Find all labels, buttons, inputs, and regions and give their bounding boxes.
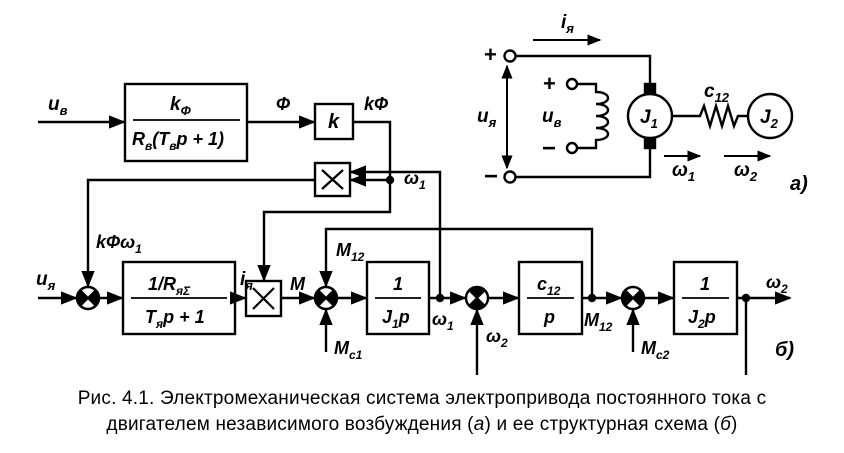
caption-line-2-post: ) — [731, 414, 738, 435]
phi-label: Ф — [276, 94, 290, 114]
summing-junction-3 — [464, 285, 490, 311]
omega2-branch-dot — [741, 293, 751, 303]
armature-voltage-label: uя — [477, 106, 497, 130]
kphi-omega-feedback — [81, 178, 315, 288]
block-labels: kФ Rв(Tвp + 1) k 1/RяΣ Tяp + 1 1 J1p c12… — [132, 94, 716, 331]
load-label: J2 — [760, 107, 779, 131]
M12-top-label: M12 — [336, 240, 365, 264]
panel-a-label: а) — [790, 173, 808, 195]
summing-junction-1 — [75, 285, 101, 311]
figure-caption: Рис. 4.1. Электромеханическая система эл… — [0, 386, 844, 438]
spring-denominator: p — [543, 307, 555, 327]
omega1-branch-dot — [435, 293, 445, 303]
inertia1-numerator: 1 — [393, 274, 403, 294]
field-numerator: kФ — [170, 94, 192, 118]
omega2-label: ω2 — [734, 160, 758, 184]
motor-label: J1 — [640, 107, 658, 131]
inertia2-numerator: 1 — [700, 274, 710, 294]
electromechanical-diagram: + − + − iя uя uв J1 J2 c12 ω1 ω2 а) — [36, 12, 808, 375]
omega1-mid-label: ω1 — [432, 309, 454, 333]
caption-line-1: Рис. 4.1. Электромеханическая система эл… — [77, 388, 767, 409]
signal-labels: uв Ф kФ kФω1 ω1 uя iя M M12 Mc1 ω1 ω2 M1… — [36, 94, 794, 362]
field-voltage-label: uв — [542, 106, 562, 130]
field-denominator: Rв(Tвp + 1) — [132, 129, 224, 153]
armature-denominator: Tяp + 1 — [145, 307, 205, 331]
omega1-top-label: ω1 — [404, 168, 426, 192]
block-diagram — [38, 82, 792, 375]
omega2-mid-label: ω2 — [486, 326, 508, 350]
gain-text: k — [328, 111, 340, 133]
omega1-label: ω1 — [672, 160, 695, 184]
summing-junction-4 — [620, 285, 646, 311]
omega1-feedback — [349, 165, 442, 298]
caption-line-2-pre: двигателем независимого возбуждения ( — [106, 414, 474, 435]
iya-label: iя — [240, 269, 253, 293]
field-plus-terminal — [565, 77, 579, 91]
M12-feedback — [319, 227, 594, 298]
uya-label: uя — [36, 269, 56, 293]
armature-plus-sign: + — [484, 42, 497, 67]
field-plus-sign: + — [543, 71, 556, 96]
circuit-panel — [501, 34, 794, 184]
armature-minus-terminal — [503, 170, 517, 184]
shaft-spring — [672, 101, 748, 131]
load-inertia — [746, 92, 794, 140]
armature-minus-sign: − — [484, 163, 498, 190]
kphi-omega-label: kФω1 — [96, 232, 142, 256]
panel-b-label: б) — [775, 339, 794, 361]
caption-ref-a: а — [473, 414, 485, 435]
multiplier-top-cross — [321, 169, 344, 190]
multiplier-bottom-cross — [252, 287, 275, 310]
omega2-out-label: ω2 — [766, 272, 788, 296]
armature-top-wire — [515, 54, 652, 84]
field-block — [123, 82, 249, 163]
caption-line-2-mid: ) и ее структурная схема ( — [484, 414, 721, 435]
armature-bottom-wire — [515, 148, 652, 179]
kphi-line — [257, 120, 392, 282]
kphi-label: kФ — [364, 94, 388, 114]
M-label: M — [290, 274, 306, 294]
circuit-labels: + − + − iя uя uв J1 J2 c12 ω1 ω2 а) — [477, 12, 808, 195]
M12-branch-dot — [587, 293, 597, 303]
uv-label: uв — [48, 94, 68, 118]
inertia1-denominator: J1p — [382, 307, 410, 331]
Mc1-label: Mc1 — [334, 338, 363, 362]
spring-label: c12 — [704, 81, 730, 105]
summing-junction-2 — [313, 285, 339, 311]
Mc2-label: Mc2 — [641, 338, 670, 362]
field-minus-terminal — [565, 141, 579, 155]
caption-ref-b: б — [720, 414, 732, 435]
inertia2-denominator: J2p — [688, 307, 716, 331]
field-winding — [577, 82, 610, 150]
kphi-branch-dot — [385, 175, 395, 185]
brush-top — [643, 82, 657, 96]
caption-line-2: двигателем независимого возбуждения (а) … — [0, 412, 844, 438]
field-minus-sign: − — [542, 135, 556, 162]
current-label: iя — [561, 12, 574, 36]
omega2-feedback — [477, 298, 748, 375]
armature-numerator: 1/RяΣ — [148, 274, 191, 298]
brush-bottom — [643, 136, 657, 150]
spring-numerator: c12 — [537, 274, 561, 298]
armature-plus-terminal — [503, 49, 517, 63]
M12-mid-label: M12 — [584, 310, 613, 334]
